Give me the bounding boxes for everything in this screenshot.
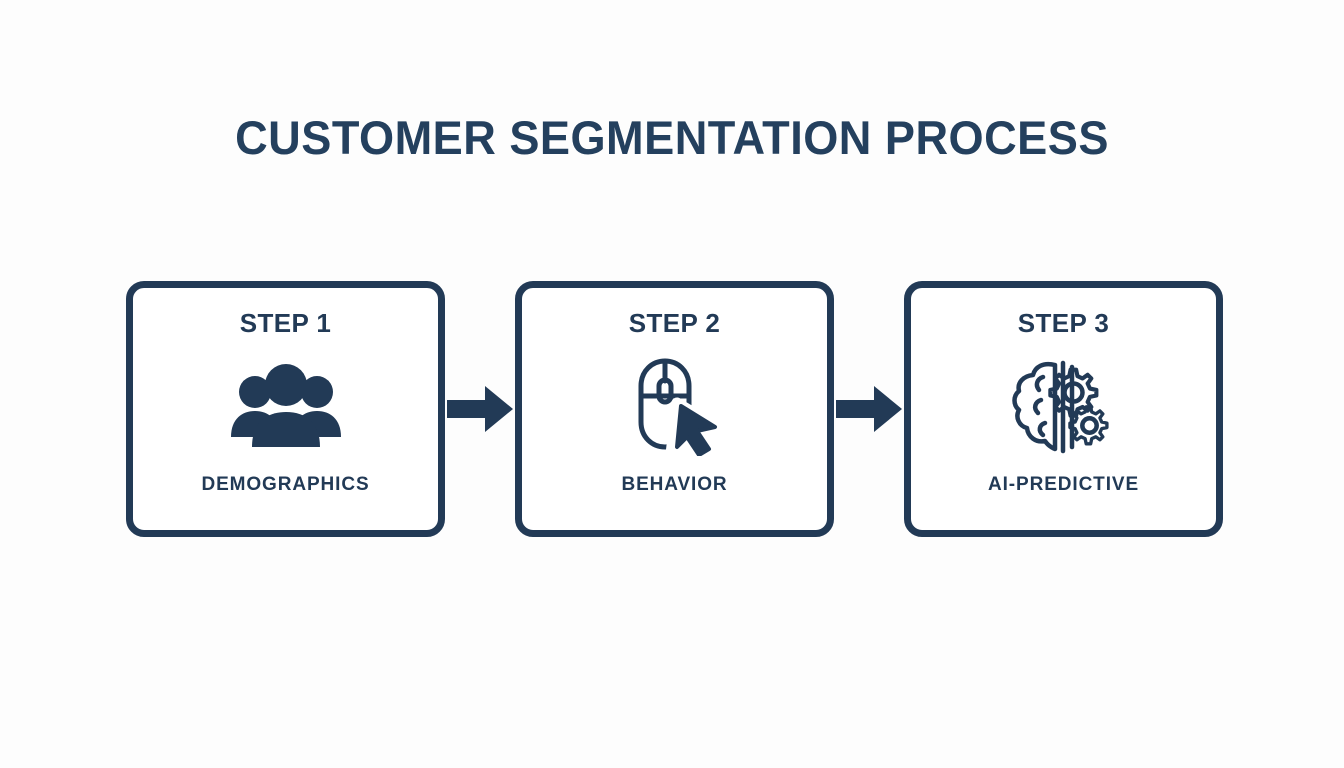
step-card-1-icon-wrap xyxy=(133,336,438,475)
process-flow: STEP 1 DEMOGRAPHICS xyxy=(126,281,1223,537)
mouse-cursor-icon xyxy=(627,356,723,456)
arrow-right-icon xyxy=(447,383,513,435)
brain-gears-icon xyxy=(1011,357,1117,455)
page-title: CUSTOMER SEGMENTATION PROCESS xyxy=(235,111,1109,164)
step-card-2-step-label: STEP 2 xyxy=(628,308,721,338)
step-card-1[interactable]: STEP 1 DEMOGRAPHICS xyxy=(126,281,445,537)
step-card-3-name-label: AI-PREDICTIVE xyxy=(987,474,1140,495)
step-card-1-step-label: STEP 1 xyxy=(239,308,332,338)
connector-arrow-2 xyxy=(834,381,904,437)
connector-arrow-1 xyxy=(445,381,515,437)
step-card-3[interactable]: STEP 3 xyxy=(904,281,1223,537)
step-card-1-name-label: DEMOGRAPHICS xyxy=(201,474,370,495)
step-card-2-name-label: BEHAVIOR xyxy=(621,474,728,495)
arrow-right-icon xyxy=(836,383,902,435)
step-card-3-icon-wrap xyxy=(911,336,1216,475)
step-card-2-icon-wrap xyxy=(522,336,827,475)
people-group-icon xyxy=(227,363,345,449)
step-card-3-step-label: STEP 3 xyxy=(1017,308,1110,338)
step-card-2[interactable]: STEP 2 xyxy=(515,281,834,537)
